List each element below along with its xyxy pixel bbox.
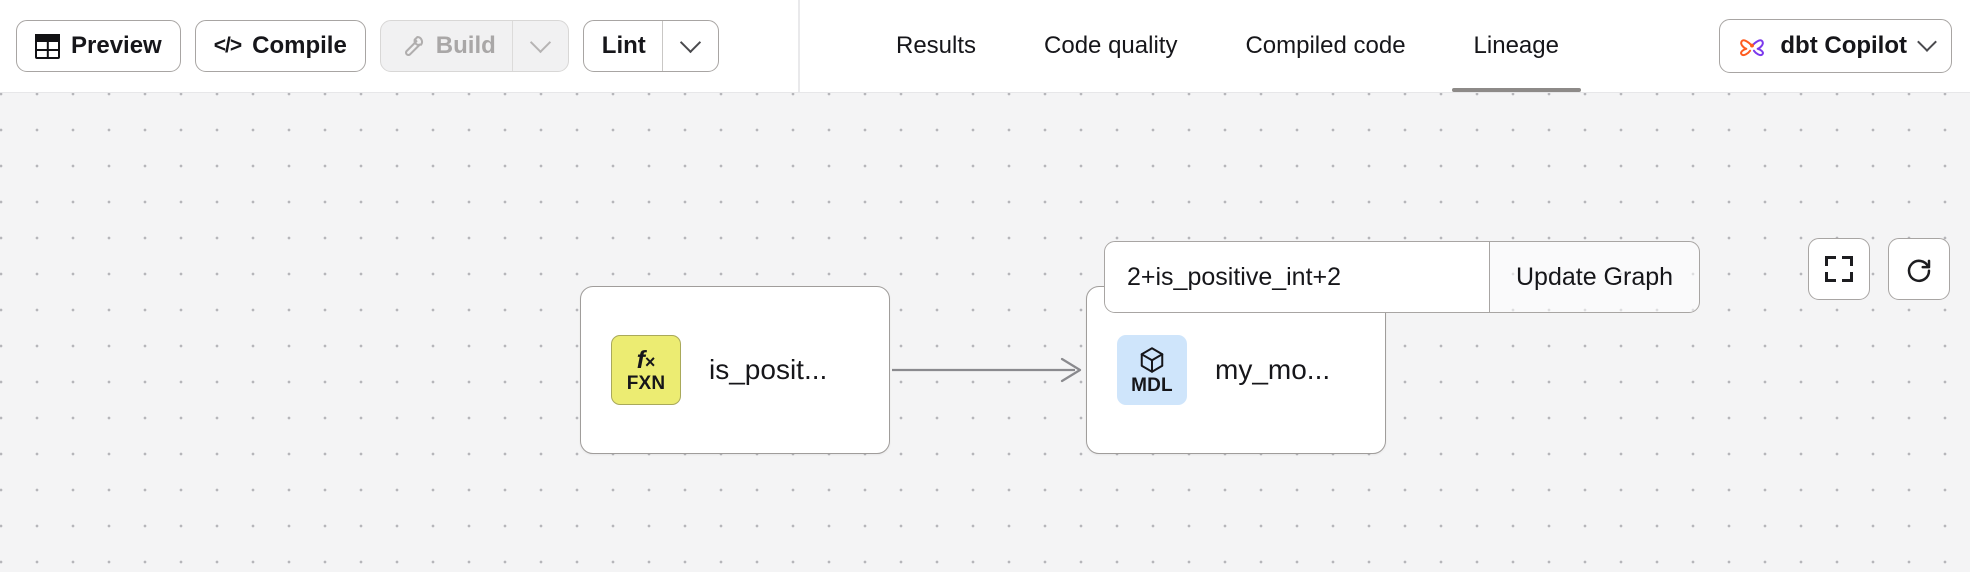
tab-underline xyxy=(1223,88,1427,92)
refresh-lineage-button[interactable] xyxy=(1888,238,1950,300)
lineage-node-is_positive_int[interactable]: f× FXN is_posit... xyxy=(580,286,890,454)
copilot-zone: dbt Copilot xyxy=(1719,0,1952,92)
tab-lineage-label: Lineage xyxy=(1473,32,1559,59)
lint-dropdown-toggle[interactable] xyxy=(661,21,718,71)
lineage-node-my_model[interactable]: MDL my_mo... xyxy=(1086,286,1386,454)
function-icon: f× xyxy=(636,345,656,374)
lineage-canvas[interactable]: f× FXN is_posit... MDL my_mo... xyxy=(0,93,1970,572)
table-icon xyxy=(35,33,60,59)
lint-button[interactable]: Lint xyxy=(582,20,719,72)
tab-results[interactable]: Results xyxy=(862,0,1010,92)
fxn-badge-label: FXN xyxy=(626,372,666,394)
graph-selector-input[interactable] xyxy=(1105,242,1489,312)
canvas-controls xyxy=(1808,238,1950,300)
tab-lineage[interactable]: Lineage xyxy=(1440,0,1593,92)
mdl-badge: MDL xyxy=(1117,335,1187,405)
tab-underline-active xyxy=(1451,88,1581,92)
build-button-content: Build xyxy=(381,21,512,71)
fit-screen-icon xyxy=(1825,256,1853,282)
lint-button-label: Lint xyxy=(601,32,646,59)
build-dropdown-toggle xyxy=(511,21,568,71)
graph-selector-control: Update Graph xyxy=(1104,241,1701,313)
top-bar: Preview </> Compile Build xyxy=(0,0,1970,93)
mdl-badge-label: MDL xyxy=(1131,375,1173,396)
build-button: Build xyxy=(379,20,569,72)
compile-button-label: Compile xyxy=(252,32,347,59)
lineage-node-label: my_mo... xyxy=(1215,354,1331,385)
code-icon: </> xyxy=(213,34,242,57)
fxn-badge: f× FXN xyxy=(611,335,681,405)
fit-view-button[interactable] xyxy=(1808,238,1870,300)
tab-results-label: Results xyxy=(896,32,977,59)
update-graph-button[interactable]: Update Graph xyxy=(1489,242,1699,312)
edge-arrowhead-icon xyxy=(1060,357,1082,383)
tab-underline xyxy=(874,88,998,92)
compile-button[interactable]: </> Compile xyxy=(194,20,366,72)
preview-button-label: Preview xyxy=(71,32,162,59)
chevron-down-icon xyxy=(679,31,701,53)
chevron-down-icon xyxy=(529,31,551,53)
dbt-copilot-label: dbt Copilot xyxy=(1780,32,1907,59)
preview-button[interactable]: Preview xyxy=(16,20,181,72)
chevron-down-icon xyxy=(1917,32,1937,52)
tab-code-quality[interactable]: Code quality xyxy=(1010,0,1211,92)
dbt-copilot-button[interactable]: dbt Copilot xyxy=(1719,19,1952,73)
results-panel-tabs: Results Code quality Compiled code Linea… xyxy=(800,0,1670,92)
tab-compiled-code[interactable]: Compiled code xyxy=(1211,0,1439,92)
preview-button-content[interactable]: Preview xyxy=(17,21,180,71)
wrench-icon xyxy=(399,33,425,59)
compile-button-content[interactable]: </> Compile xyxy=(196,21,365,71)
tab-compiled-code-label: Compiled code xyxy=(1245,32,1406,59)
tab-code-quality-label: Code quality xyxy=(1044,32,1178,59)
lineage-node-label: is_posit... xyxy=(709,354,828,385)
editor-action-toolbar: Preview </> Compile Build xyxy=(0,0,800,92)
cube-icon xyxy=(1137,345,1167,375)
lint-button-content[interactable]: Lint xyxy=(584,21,662,71)
build-button-label: Build xyxy=(435,32,496,59)
tab-underline xyxy=(1022,88,1199,92)
dbt-copilot-atom-icon xyxy=(1737,31,1767,61)
refresh-icon xyxy=(1904,254,1934,284)
lineage-edge-layer xyxy=(892,357,1082,383)
